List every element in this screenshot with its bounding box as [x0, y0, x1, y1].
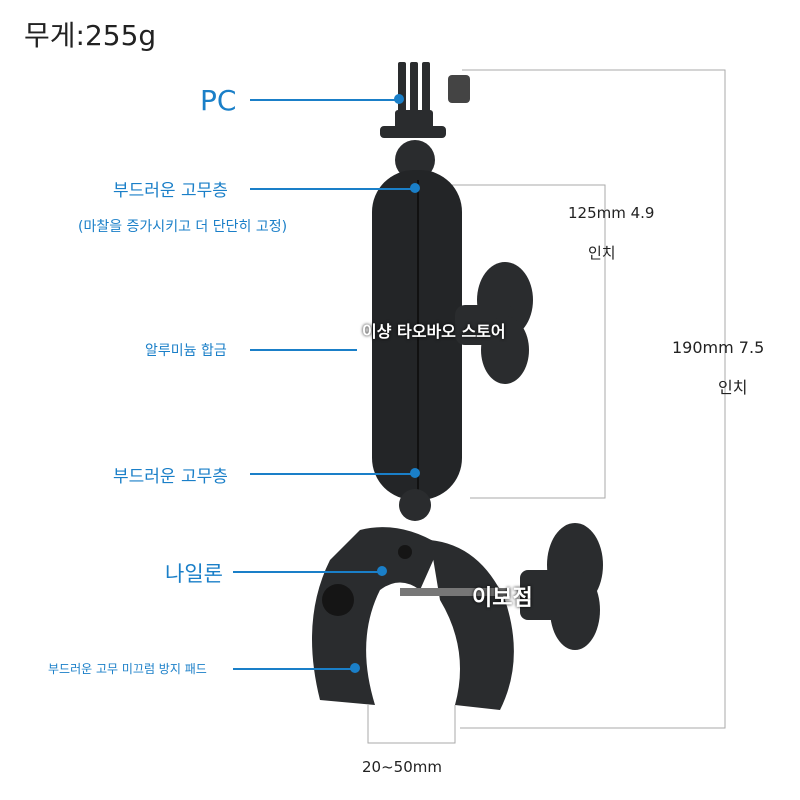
pointer-line	[250, 99, 400, 101]
label-aluminum: 알루미늄 합금	[145, 343, 227, 359]
pointer-line	[250, 188, 415, 190]
label-rubber-top: 부드러운 고무층	[113, 181, 228, 201]
pointer-dot	[410, 183, 420, 193]
pointer-dot	[410, 468, 420, 478]
pointer-dot	[350, 663, 360, 673]
pointer-dot	[394, 94, 404, 104]
label-pad: 부드러운 고무 미끄럼 방지 패드	[48, 662, 207, 676]
pointer-line	[250, 473, 415, 475]
pointer-line	[233, 668, 355, 670]
label-pc: PC	[200, 84, 237, 117]
total-length-line1: 190mm 7.5	[672, 338, 765, 357]
store-watermark: 이샹 타오바오 스토어	[362, 322, 506, 341]
store-watermark-2: 이보점	[472, 586, 533, 611]
clamp-range: 20~50mm	[362, 758, 442, 776]
pointer-line	[250, 349, 357, 351]
arm-length-line2: 인치	[588, 244, 616, 262]
label-rubber-bottom: 부드러운 고무층	[113, 467, 228, 487]
total-length-line2: 인치	[718, 378, 748, 397]
label-rubber-note: (마찰을 증가시키고 더 단단히 고정)	[78, 219, 288, 235]
pointer-line	[233, 571, 383, 573]
weight-text: 무게:255g	[24, 19, 157, 52]
arm-length-line1: 125mm 4.9	[568, 204, 655, 222]
pointer-dot	[377, 566, 387, 576]
label-nylon: 나일론	[165, 562, 223, 586]
dimension-lines	[367, 69, 726, 744]
